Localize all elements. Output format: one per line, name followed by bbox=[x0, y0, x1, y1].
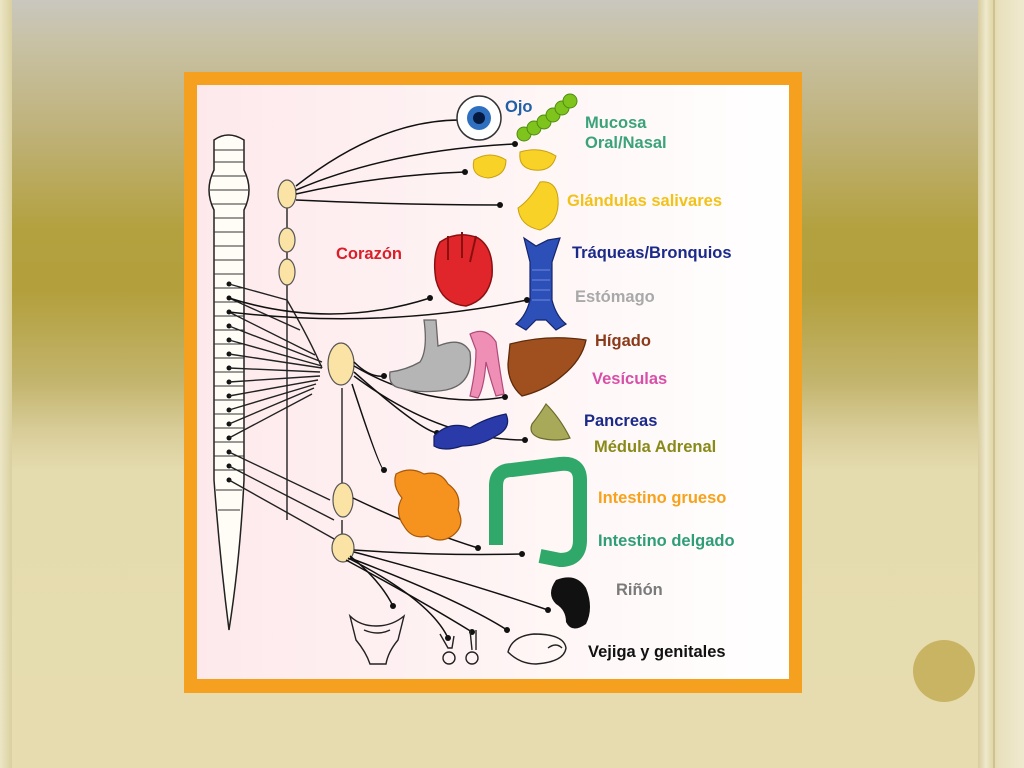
label-mucosa-2: Oral/Nasal bbox=[585, 134, 667, 152]
label-intestino-grueso: Intestino grueso bbox=[598, 489, 726, 507]
slide-right-edge bbox=[978, 0, 1024, 768]
slide-circle-ornament[interactable] bbox=[913, 640, 975, 702]
adrenal-organ bbox=[530, 403, 571, 441]
mucosa-organ bbox=[516, 93, 578, 142]
salivary-glands-organ bbox=[472, 149, 559, 231]
label-mucosa-1: Mucosa bbox=[585, 114, 647, 132]
label-vejiga: Vejiga y genitales bbox=[588, 643, 726, 661]
large-intestine-organ bbox=[489, 456, 587, 567]
slide-left-edge bbox=[0, 0, 12, 768]
label-estomago: Estómago bbox=[575, 288, 655, 306]
label-rinon: Riñón bbox=[616, 581, 663, 599]
trachea-organ bbox=[514, 236, 568, 331]
organ-labels: Ojo Mucosa Oral/Nasal Glándulas salivare… bbox=[336, 98, 735, 661]
eye-organ bbox=[456, 95, 502, 141]
kidney-organ bbox=[551, 577, 590, 629]
label-higado: Hígado bbox=[595, 332, 651, 350]
label-ojo: Ojo bbox=[505, 98, 533, 116]
small-intestine-organ bbox=[394, 469, 462, 541]
gallbladder-organ bbox=[469, 330, 505, 399]
label-traqueas: Tráqueas/Bronquios bbox=[572, 244, 732, 262]
ganglia bbox=[277, 179, 355, 563]
slide-right-divider bbox=[993, 0, 995, 768]
label-medula: Médula Adrenal bbox=[594, 438, 716, 456]
label-vesiculas: Vesículas bbox=[592, 370, 667, 388]
heart-organ bbox=[433, 232, 493, 307]
spinal-cord bbox=[208, 134, 250, 631]
label-corazon: Corazón bbox=[336, 245, 402, 263]
nerve-fibers bbox=[228, 119, 549, 639]
label-intestino-delgado: Intestino delgado bbox=[598, 532, 735, 550]
ganglion-chain bbox=[228, 200, 343, 541]
stomach-organ bbox=[389, 319, 472, 393]
pancreas-organ bbox=[433, 413, 509, 450]
label-pancreas: Pancreas bbox=[584, 412, 657, 430]
bladder-genitals-organs bbox=[348, 613, 567, 665]
liver-organ bbox=[507, 337, 587, 397]
label-glandulas: Glándulas salivares bbox=[567, 192, 722, 210]
